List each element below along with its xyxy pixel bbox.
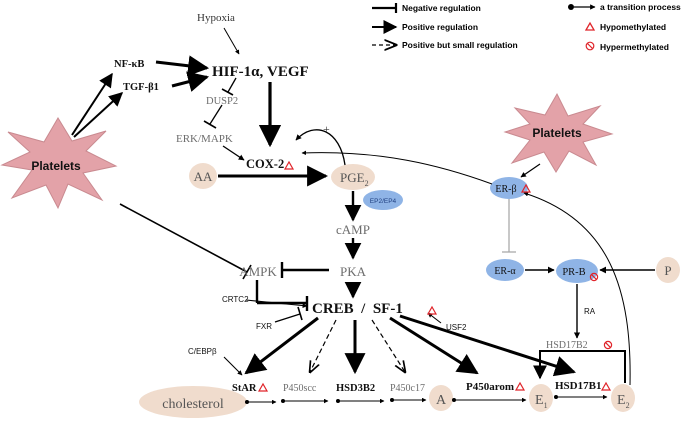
edge-tgfb1-hif [171, 71, 210, 92]
edge-hsd17b2-e2-e1 [533, 350, 626, 383]
ep2-ep4-receptor [363, 190, 403, 210]
hypermethylated-icon [585, 41, 595, 51]
edge-platelets-erb [520, 163, 541, 178]
crtc2-label: CRTC2 [222, 295, 249, 304]
e1-blob [529, 384, 553, 412]
pge2-label: PGE2 [340, 170, 369, 188]
e2-blob [611, 384, 635, 412]
p450arom-hypomethylated-icon [514, 381, 526, 391]
legend-positive-label: Positive regulation [402, 22, 478, 32]
er-alpha-label: ER-α [494, 266, 516, 277]
edge-fxr-creb-bar [297, 306, 303, 321]
cholesterol-blob [139, 386, 247, 418]
edge-creb-hsd17b1 [399, 314, 576, 377]
usf2-label: USF2 [446, 323, 467, 332]
edge-erb-cox2 [301, 150, 493, 185]
tgfb1-label: TGF-β1 [123, 82, 159, 93]
legend: Negative regulation Positive regulation … [372, 2, 681, 52]
platelets-right-label: Platelets [532, 126, 582, 140]
edge-creb-p450scc [310, 319, 337, 372]
edge-creb-star [244, 316, 319, 375]
a-blob [429, 385, 453, 411]
edge-creb-p450c17 [371, 319, 405, 372]
edge-platelets-tgfb1 [73, 92, 124, 138]
fxr-label: FXR [256, 322, 272, 331]
pr-b-hypermethylated-icon [589, 272, 599, 282]
hsd17b2-label: HSD17B2 [546, 340, 588, 351]
ep2-ep4-label: EP2/EP4 [370, 198, 397, 205]
edge-platelets-ampk-bar [242, 264, 252, 280]
cholesterol-label: cholesterol [162, 397, 224, 412]
edge-platelets-ampk [119, 203, 248, 273]
dusp2-label: DUSP2 [206, 96, 238, 107]
edge-hif-dusp2 [227, 77, 237, 93]
aa-label: AA [194, 169, 213, 184]
platelets-left-burst [0, 117, 118, 210]
pka-label: PKA [340, 264, 367, 279]
legend-transition-dot [568, 4, 574, 10]
labels: Hypoxia NF-κB TGF-β1 HIF-1α, VEGF DUSP2 … [31, 12, 671, 412]
edge-erk-cox2 [222, 145, 245, 161]
edge-cebpb-star [223, 356, 243, 376]
edge-usf2-creb [427, 312, 442, 324]
e1-label: E1 [535, 393, 548, 410]
edge-platelets-nfkb [71, 72, 113, 136]
edge-creb-p450arom [389, 316, 479, 375]
erk-mapk-label: ERK/MAPK [176, 133, 233, 145]
cox2-label: COX-2 [246, 157, 284, 171]
cox2-hypomethylated-icon [283, 160, 295, 170]
edge-fxr-creb [274, 313, 301, 323]
aa-blob [189, 163, 217, 189]
edge-dusp2-erk [209, 104, 223, 125]
platelets-left-label: Platelets [31, 159, 81, 173]
legend-hypo-label: Hypomethylated [600, 22, 666, 32]
platelets-right-burst [503, 92, 614, 173]
nfkb-label: NF-κB [114, 59, 144, 70]
star-label: StAR [232, 383, 257, 394]
feedback-plus-sign: + [323, 122, 330, 136]
p450arom-label: P450arom [466, 381, 514, 393]
legend-transition-label: a transition process [600, 2, 681, 12]
p-blob [656, 257, 680, 283]
star-hypomethylated-icon [257, 382, 269, 392]
hypomethylated-icon [584, 21, 596, 31]
pr-b-label: PR-B [562, 267, 585, 278]
er-beta-hypomethylated-icon [520, 183, 532, 193]
camp-label: cAMP [336, 222, 370, 237]
hsd17b1-label: HSD17B1 [555, 380, 601, 392]
er-beta-receptor [490, 177, 528, 199]
er-alpha-receptor [486, 259, 524, 281]
edge-hypoxia-hif [223, 27, 240, 55]
ampk-label: AMPK [239, 264, 277, 279]
creb-sf1-hypomethylated-icon [426, 305, 438, 315]
legend-small-label: Positive but small regulation [402, 40, 518, 50]
pge2-blob [331, 164, 375, 190]
hsd17b1-hypomethylated-icon [600, 381, 612, 391]
hsd17b2-hypermethylated-icon [603, 340, 613, 350]
cebpb-label: C/EBPβ [188, 347, 217, 356]
edge-hif-dusp2-bar [221, 88, 234, 96]
pr-b-receptor [556, 259, 598, 283]
p450scc-label: P450scc [283, 383, 317, 394]
ra-label: RA [584, 307, 596, 316]
p-label: P [664, 263, 671, 278]
er-beta-label: ER-β [495, 184, 516, 195]
edge-crtc2-creb [245, 299, 308, 309]
edge-nfkb-hif [155, 55, 210, 77]
hsd3b2-label: HSD3B2 [336, 383, 375, 394]
a-label: A [436, 393, 447, 408]
edge-pge2-feedback [295, 129, 346, 166]
creb-sf1-label: CREB / SF-1 [312, 301, 403, 317]
edge-e2-erb [523, 192, 631, 386]
legend-hyper-label: Hypermethylated [600, 42, 669, 52]
hif-vegf-label: HIF-1α, VEGF [212, 64, 309, 80]
edge-dusp2-erk-bar [203, 120, 217, 129]
legend-negative-label: Negative regulation [402, 3, 481, 13]
edges [71, 27, 655, 405]
p450c17-label: P450c17 [390, 383, 425, 394]
e2-label: E2 [617, 393, 630, 410]
hypoxia-label: Hypoxia [197, 12, 235, 24]
